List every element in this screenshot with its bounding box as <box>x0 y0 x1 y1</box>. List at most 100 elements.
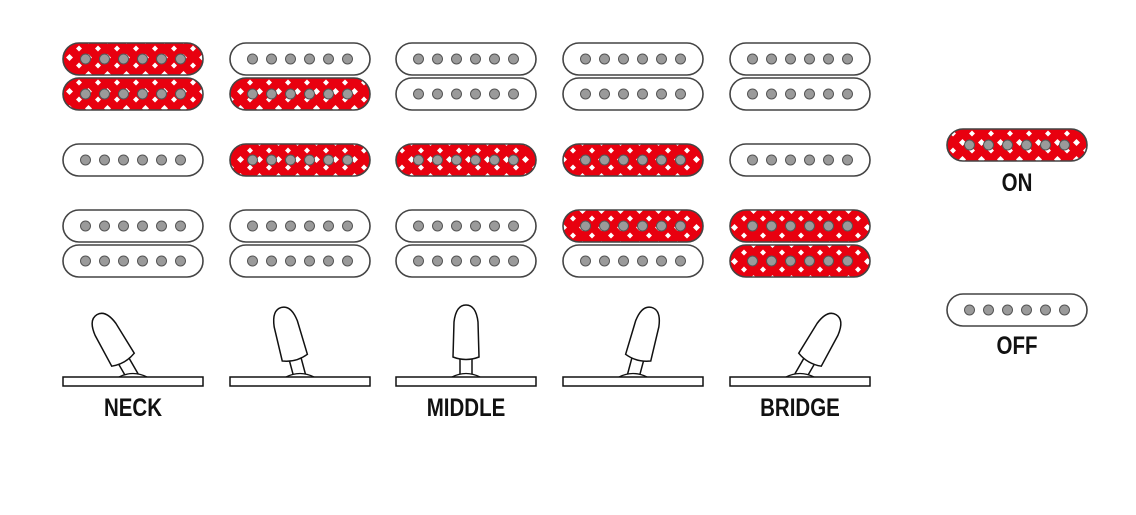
neck-pickup-bottom-coil <box>229 77 371 111</box>
switch-lever <box>794 312 842 381</box>
pole-piece <box>80 88 91 100</box>
pickup-cover <box>562 209 704 243</box>
pole-piece <box>99 154 110 166</box>
pole-piece <box>1059 304 1070 316</box>
pole-piece <box>266 154 277 166</box>
pole-piece <box>637 255 648 267</box>
pole-piece <box>247 220 258 232</box>
pole-piece <box>342 154 353 166</box>
pickup-cover <box>62 42 204 76</box>
pole-piece <box>766 88 777 100</box>
pole-piece <box>80 154 91 166</box>
pickup-cover <box>62 77 204 111</box>
pole-piece <box>323 255 334 267</box>
pole-piece <box>304 154 315 166</box>
pole-piece <box>118 220 129 232</box>
pickup-cover <box>395 244 537 278</box>
middle-pickup <box>229 143 371 177</box>
pole-piece <box>156 53 167 65</box>
pickup-cover <box>62 209 204 243</box>
pole-piece <box>470 255 481 267</box>
pickup-cover <box>562 42 704 76</box>
pickup-cover <box>229 143 371 177</box>
pole-piece <box>285 154 296 166</box>
pole-piece <box>842 255 853 267</box>
pole-piece <box>508 220 519 232</box>
pole-piece <box>304 88 315 100</box>
pickup-cover <box>229 244 371 278</box>
pole-piece <box>618 88 629 100</box>
neck-pickup-bottom-coil <box>729 77 871 111</box>
selector-switch <box>562 306 704 387</box>
pole-piece <box>413 154 424 166</box>
pole-piece <box>823 255 834 267</box>
pole-piece <box>1021 139 1032 151</box>
switch-lever <box>452 304 480 377</box>
switch-lever <box>624 306 661 379</box>
pole-piece <box>637 220 648 232</box>
pole-piece <box>766 255 777 267</box>
pole-piece <box>432 220 443 232</box>
switch-lever <box>91 312 139 381</box>
pole-piece <box>656 88 667 100</box>
position-label: NECK <box>103 394 163 422</box>
neck-pickup-bottom-coil <box>562 77 704 111</box>
pole-piece <box>304 255 315 267</box>
legend-off-label: OFF <box>996 332 1038 360</box>
pickup-cover <box>946 128 1088 162</box>
pole-piece <box>656 154 667 166</box>
pole-piece <box>156 220 167 232</box>
neck-pickup-top-coil <box>229 42 371 76</box>
pole-piece <box>656 220 667 232</box>
pole-piece <box>1059 139 1070 151</box>
pole-piece <box>80 255 91 267</box>
pole-piece <box>580 88 591 100</box>
pole-piece <box>470 53 481 65</box>
pole-piece <box>156 88 167 100</box>
pole-piece <box>247 88 258 100</box>
pole-piece <box>413 220 424 232</box>
pole-piece <box>489 154 500 166</box>
switch-knob <box>624 306 661 363</box>
pickup-cover <box>562 77 704 111</box>
switch-knob <box>91 312 136 368</box>
pole-piece <box>983 139 994 151</box>
switch-knob <box>452 304 480 361</box>
pole-piece <box>747 255 758 267</box>
pole-piece <box>823 154 834 166</box>
pole-piece <box>599 88 610 100</box>
pickup-cover <box>729 244 871 278</box>
legend-off-pickup <box>946 293 1088 327</box>
pole-piece <box>99 220 110 232</box>
pole-piece <box>432 154 443 166</box>
pole-piece <box>266 88 277 100</box>
pole-piece <box>137 53 148 65</box>
pole-piece <box>247 154 258 166</box>
pole-piece <box>80 53 91 65</box>
switch-plate <box>562 376 704 387</box>
pole-piece <box>804 255 815 267</box>
pole-piece <box>842 154 853 166</box>
pole-piece <box>247 255 258 267</box>
bridge-pickup-bottom-coil <box>229 244 371 278</box>
pole-piece <box>580 220 591 232</box>
pole-piece <box>285 88 296 100</box>
pole-piece <box>656 53 667 65</box>
pole-piece <box>413 255 424 267</box>
switch-knob <box>797 312 842 368</box>
pole-piece <box>451 255 462 267</box>
pole-piece <box>580 53 591 65</box>
pole-piece <box>99 53 110 65</box>
pole-piece <box>285 53 296 65</box>
pole-piece <box>137 88 148 100</box>
pole-piece <box>342 88 353 100</box>
bridge-pickup-bottom-coil <box>395 244 537 278</box>
pole-piece <box>323 53 334 65</box>
pole-piece <box>323 154 334 166</box>
pole-piece <box>804 154 815 166</box>
pole-piece <box>137 154 148 166</box>
pole-piece <box>766 154 777 166</box>
pole-piece <box>137 255 148 267</box>
switch-plate <box>229 376 371 387</box>
pole-piece <box>804 88 815 100</box>
